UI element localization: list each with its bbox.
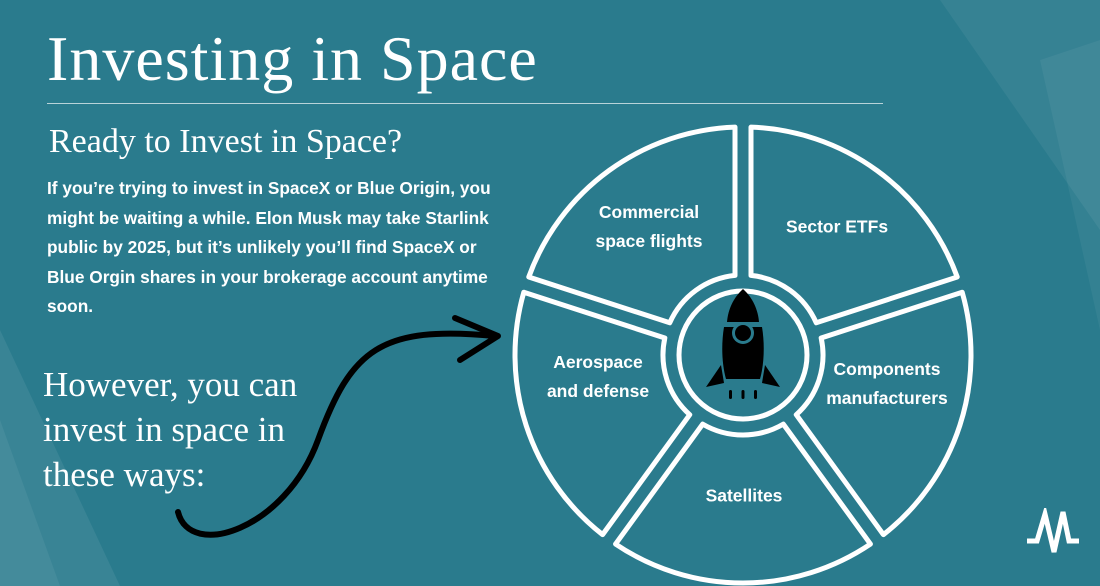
wheel-segment — [748, 124, 960, 326]
rocket-icon — [706, 289, 780, 399]
however-text: However, you can invest in space in thes… — [43, 365, 298, 494]
wheel-segment — [512, 289, 693, 538]
segment-sector-etfs: Sector ETFs — [785, 216, 889, 237]
wheel-segment — [613, 421, 873, 586]
segment-satellites: Satellites — [705, 485, 783, 506]
title-divider — [47, 103, 883, 104]
wheel-segment — [526, 124, 738, 326]
pulse-logo-icon — [1027, 508, 1079, 553]
page-title: Investing in Space — [47, 23, 538, 94]
subtitle: Ready to Invest in Space? — [49, 123, 403, 160]
intro-paragraph: If you’re trying to invest in SpaceX or … — [47, 178, 491, 317]
wheel-segment — [793, 289, 974, 538]
curved-arrow-icon — [175, 330, 498, 538]
